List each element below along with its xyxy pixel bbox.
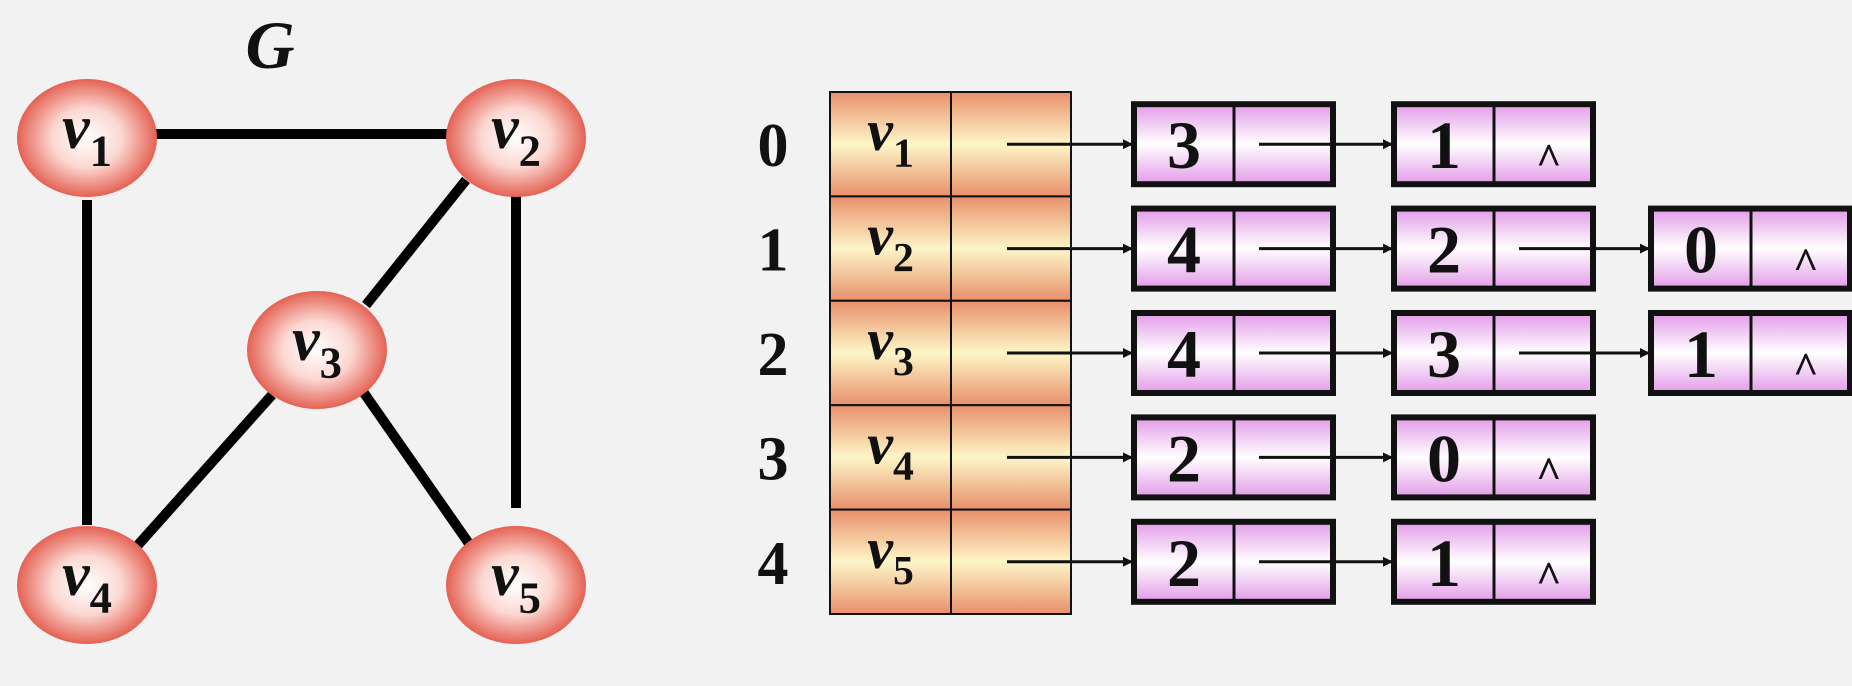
vertex-name: v bbox=[491, 541, 520, 609]
vertex-table-row: 1 v2 bbox=[758, 195, 1072, 302]
vertex-label: v5 bbox=[867, 516, 914, 594]
vertex-label: v4 bbox=[867, 411, 914, 489]
edge-node: 1^ bbox=[1648, 310, 1852, 396]
vertex-label: v4 bbox=[62, 541, 112, 622]
graph-title: G bbox=[245, 7, 294, 83]
vertex-label: v2 bbox=[867, 203, 914, 281]
adjvex-value: 1 bbox=[1427, 107, 1461, 183]
graph-edge bbox=[359, 390, 475, 548]
graph-vertex-4: v4 bbox=[17, 526, 157, 644]
edge-node: 0^ bbox=[1391, 414, 1596, 501]
vertex-subscript: 4 bbox=[893, 444, 914, 490]
edge-node: 1^ bbox=[1391, 518, 1596, 605]
vertex-subscript: 2 bbox=[519, 125, 541, 175]
graph-vertex-2: v2 bbox=[446, 79, 586, 197]
vertex-circle bbox=[247, 291, 387, 409]
vertex-label: v1 bbox=[867, 98, 914, 176]
vertex-subscript: 5 bbox=[519, 572, 541, 622]
vertex-name: v bbox=[867, 203, 894, 268]
vertex-name: v bbox=[62, 94, 91, 162]
vertex-label: v2 bbox=[491, 94, 541, 175]
row-index: 2 bbox=[758, 321, 789, 389]
null-pointer-symbol: ^ bbox=[1536, 135, 1562, 184]
null-pointer-symbol: ^ bbox=[1793, 344, 1819, 393]
row-index: 1 bbox=[758, 217, 789, 285]
row-index: 0 bbox=[758, 112, 789, 180]
null-pointer-symbol: ^ bbox=[1793, 240, 1819, 289]
vertex-name: v bbox=[867, 98, 894, 163]
vertex-circle bbox=[446, 79, 586, 197]
graph-edge bbox=[362, 176, 470, 309]
vertex-subscript: 2 bbox=[893, 235, 914, 281]
vertex-name: v bbox=[867, 411, 894, 476]
adjvex-value: 0 bbox=[1427, 420, 1461, 496]
adjvex-value: 1 bbox=[1684, 316, 1718, 392]
row-index: 4 bbox=[758, 530, 789, 598]
vertex-label: v3 bbox=[867, 307, 914, 385]
adjvex-value: 3 bbox=[1167, 107, 1201, 183]
vertex-subscript: 4 bbox=[90, 572, 112, 622]
adjvex-value: 2 bbox=[1427, 212, 1461, 288]
vertex-subscript: 1 bbox=[90, 125, 112, 175]
vertex-name: v bbox=[867, 307, 894, 372]
null-pointer-symbol: ^ bbox=[1536, 448, 1562, 497]
graph-vertex-5: v5 bbox=[446, 526, 586, 644]
adjvex-value: 1 bbox=[1427, 525, 1461, 601]
vertex-name: v bbox=[867, 516, 894, 581]
adjvex-value: 2 bbox=[1167, 525, 1201, 601]
vertex-subscript: 5 bbox=[893, 548, 914, 594]
vertex-circle bbox=[17, 526, 157, 644]
vertex-circle bbox=[17, 79, 157, 197]
graph-vertex-1: v1 bbox=[17, 79, 157, 197]
adjvex-value: 2 bbox=[1167, 420, 1201, 496]
vertex-label: v3 bbox=[292, 306, 342, 387]
row-index: 3 bbox=[758, 425, 789, 493]
graph-vertex-3: v3 bbox=[247, 291, 387, 409]
adjvex-value: 3 bbox=[1427, 316, 1461, 392]
edge-node: 0^ bbox=[1648, 205, 1852, 292]
vertex-label: v1 bbox=[62, 94, 112, 175]
adjvex-value: 4 bbox=[1167, 316, 1201, 392]
vertex-name: v bbox=[292, 306, 321, 374]
edge-node: 1^ bbox=[1391, 101, 1596, 188]
vertex-name: v bbox=[62, 541, 91, 609]
vertex-circle bbox=[446, 526, 586, 644]
adjvex-value: 0 bbox=[1684, 212, 1718, 288]
vertex-subscript: 1 bbox=[893, 130, 914, 176]
adjvex-value: 4 bbox=[1167, 212, 1201, 288]
vertex-label: v5 bbox=[491, 541, 541, 622]
null-pointer-symbol: ^ bbox=[1536, 553, 1562, 602]
graph-edge bbox=[134, 391, 276, 549]
vertex-subscript: 3 bbox=[320, 337, 342, 387]
vertex-subscript: 3 bbox=[893, 339, 914, 385]
vertex-name: v bbox=[491, 94, 520, 162]
